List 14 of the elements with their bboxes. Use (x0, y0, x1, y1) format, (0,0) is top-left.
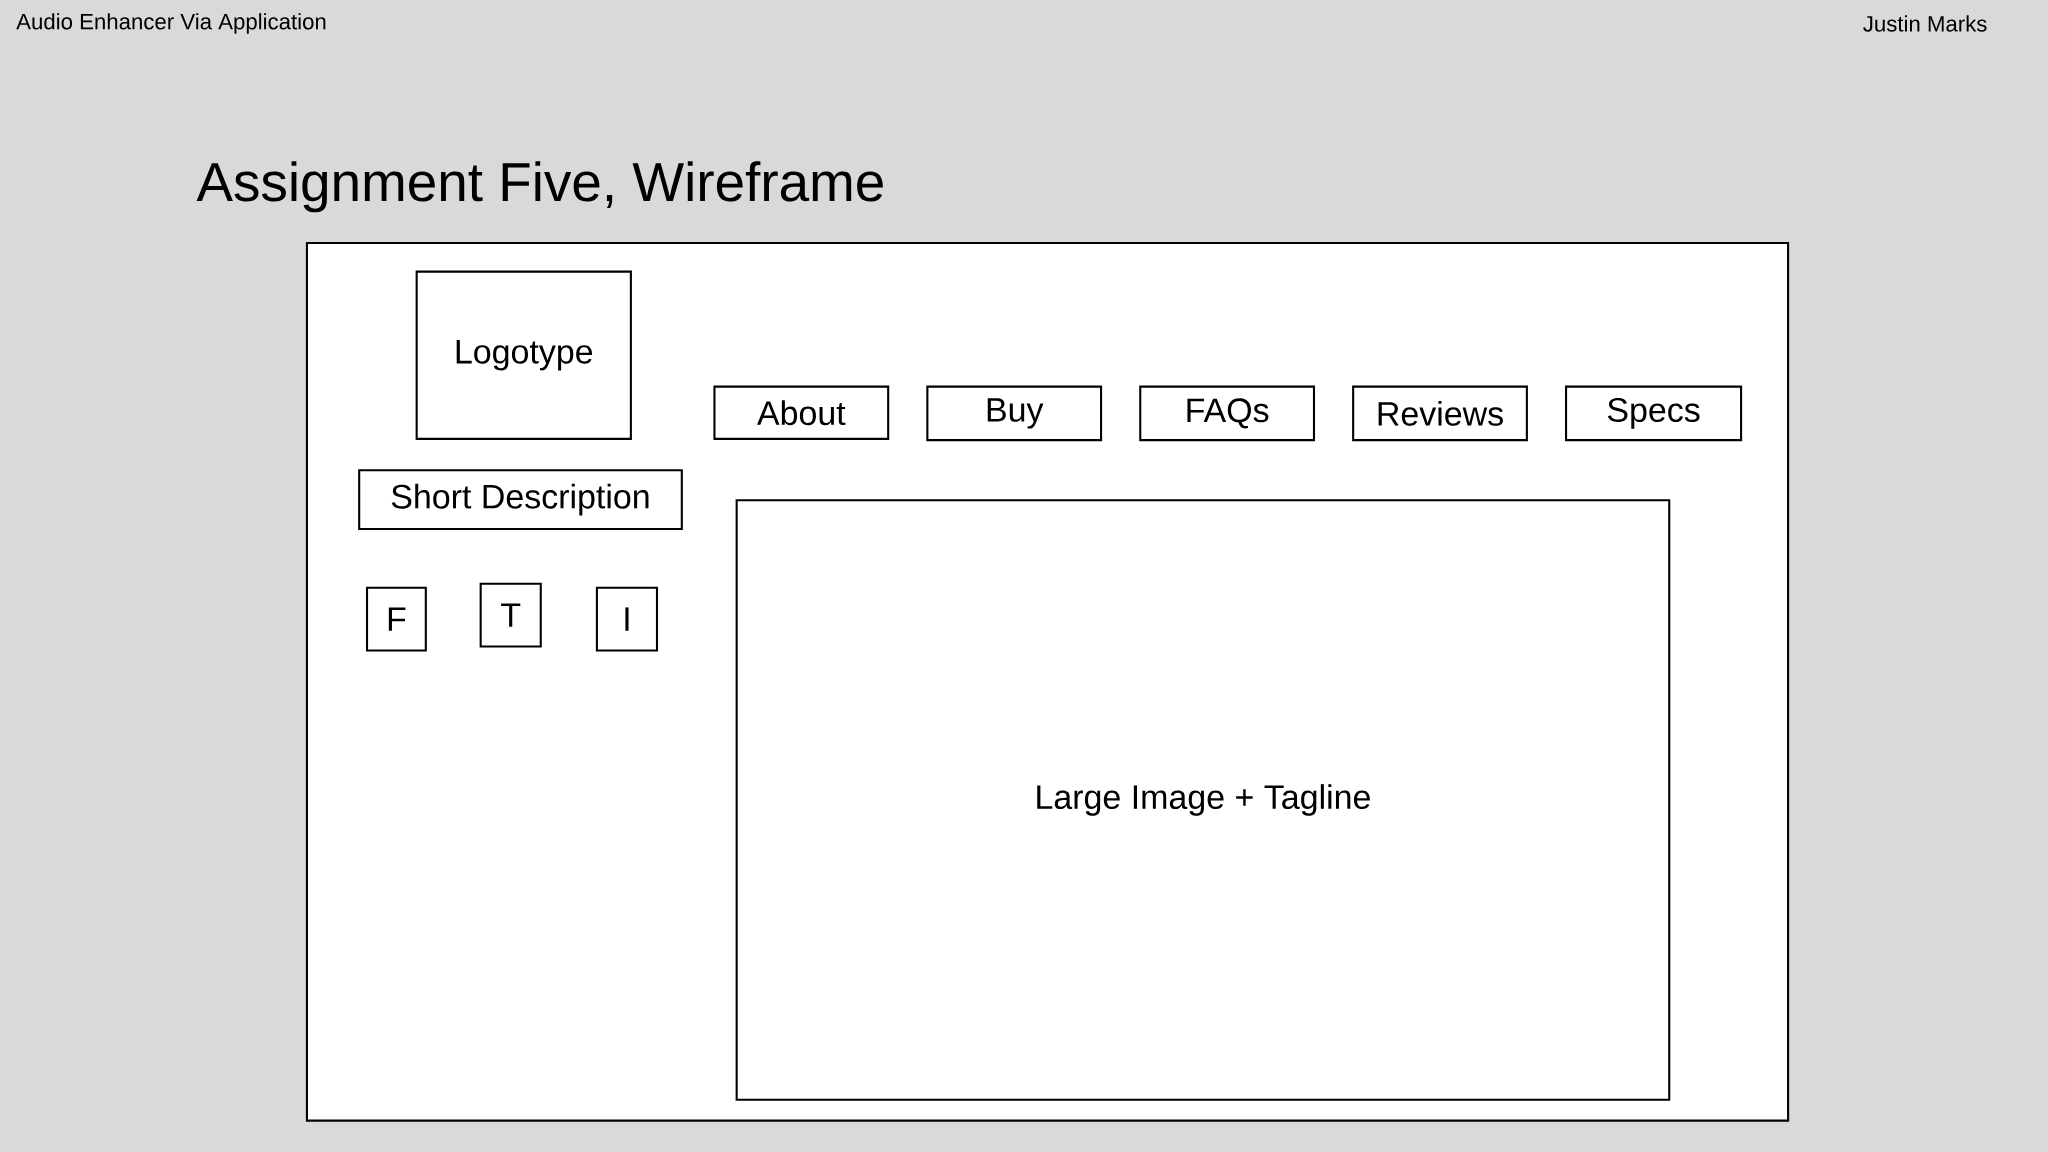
hero-banner: Large Image + Tagline (735, 499, 1671, 1101)
header-text: Audio Enhancer Via Application (16, 13, 326, 34)
wireframe-box: Logotype (415, 270, 632, 440)
nav-button: FAQs (1139, 385, 1316, 442)
social-icon-box: I (595, 586, 659, 652)
slide-title: Assignment Five, Wireframe (196, 161, 883, 213)
nav-button: Specs (1565, 385, 1743, 442)
nav-button: Buy (926, 385, 1103, 442)
social-icon-box: F (366, 586, 427, 652)
nav-button: Reviews (1352, 385, 1528, 442)
header-text: Justin Marks (1863, 15, 1987, 32)
nav-button: About (713, 385, 890, 440)
social-icon-box: T (479, 582, 542, 648)
description-box: Short Description (358, 469, 683, 530)
